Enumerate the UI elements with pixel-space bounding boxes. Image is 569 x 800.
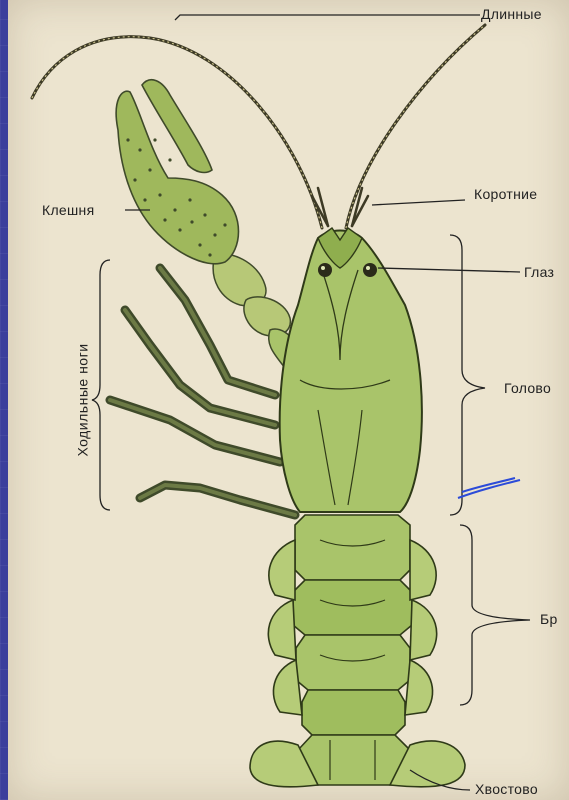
label-abdomen: Бр: [540, 611, 558, 627]
label-tail: Хвостово: [475, 781, 538, 797]
label-claw: Клешня: [42, 202, 94, 218]
abdomen: [268, 515, 436, 735]
pen-mark: [458, 478, 520, 498]
claw: [116, 80, 238, 264]
long-antennae: [32, 25, 485, 228]
label-short-antennae: Коротние: [474, 186, 537, 202]
label-long-antennae: Длинные: [481, 6, 542, 22]
label-eye: Глаз: [524, 264, 554, 280]
label-cephalothorax: Голово: [504, 380, 551, 396]
cephalothorax: [280, 228, 422, 512]
label-walking-legs: Ходильные ноги: [75, 343, 91, 456]
tail-fan: [250, 735, 465, 787]
